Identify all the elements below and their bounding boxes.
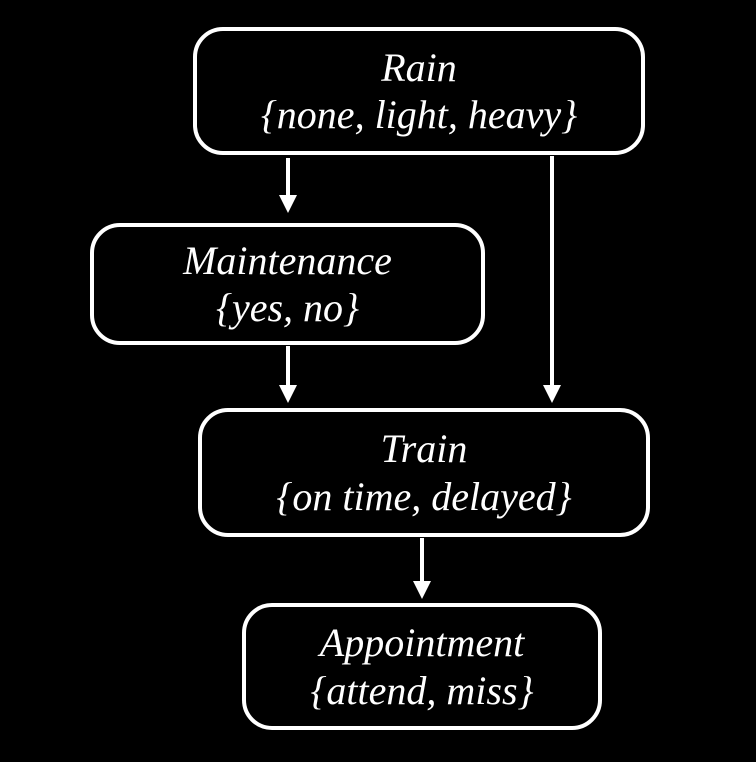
node-maintenance-title: Maintenance — [183, 237, 392, 283]
node-rain: Rain {none, light, heavy} — [193, 27, 645, 155]
node-train-values: {on time, delayed} — [276, 473, 572, 519]
node-appointment-values: {attend, miss} — [310, 667, 534, 713]
edge-rain-to-train-arrow — [543, 156, 561, 403]
edge-train-to-appointment-arrow — [413, 538, 431, 599]
node-maintenance-values: {yes, no} — [215, 285, 360, 330]
node-train-title: Train — [380, 426, 468, 472]
edge-maintenance-to-train-arrow — [279, 346, 297, 403]
node-rain-values: {none, light, heavy} — [260, 92, 578, 137]
node-maintenance: Maintenance {yes, no} — [90, 223, 485, 345]
edge-rain-to-maintenance-arrow — [279, 158, 297, 213]
node-appointment: Appointment {attend, miss} — [242, 603, 602, 730]
node-appointment-title: Appointment — [319, 620, 525, 666]
node-train: Train {on time, delayed} — [198, 408, 650, 537]
node-rain-title: Rain — [381, 44, 457, 90]
